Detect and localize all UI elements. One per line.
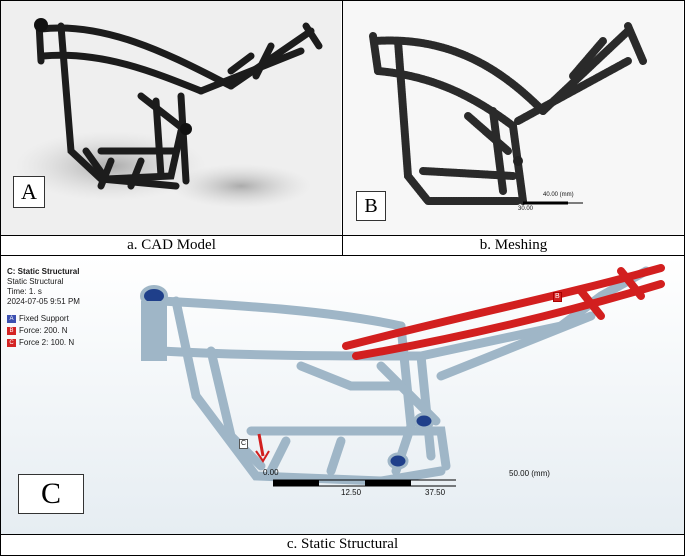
caption-static-structural: c. Static Structural bbox=[286, 536, 399, 552]
scale-end: 50.00 (mm) bbox=[509, 469, 550, 478]
mesh-frame-image bbox=[343, 1, 683, 235]
mesh-scale-mid: 30.00 bbox=[518, 206, 534, 212]
legend-label: Force: 200. N bbox=[19, 326, 68, 335]
scale-mid-2: 37.50 bbox=[425, 488, 446, 497]
legend-label: Force 2: 100. N bbox=[19, 338, 75, 347]
panel-meshing: 40.00 (mm) 30.00 B bbox=[343, 1, 683, 235]
legend-title: C: Static Structural bbox=[7, 267, 80, 276]
panel-cad-model: A bbox=[1, 1, 341, 235]
legend-item-force: B Force: 200. N bbox=[7, 326, 80, 336]
legend-subtitle: Static Structural bbox=[7, 277, 64, 286]
scale-mid-1: 12.50 bbox=[341, 488, 362, 497]
legend-time: Time: 1. s bbox=[7, 287, 42, 296]
mesh-scale-left: 40.00 (mm) bbox=[543, 192, 574, 198]
divider bbox=[1, 255, 684, 256]
caption-meshing: b. Meshing bbox=[479, 237, 548, 253]
force-tag-b: B bbox=[553, 292, 562, 302]
legend-label: Fixed Support bbox=[19, 314, 69, 323]
panel-c-label: C bbox=[18, 474, 84, 514]
divider bbox=[1, 534, 684, 535]
divider bbox=[342, 1, 343, 255]
cad-frame-image bbox=[1, 1, 341, 235]
legend-key-c: C bbox=[7, 339, 16, 347]
panel-b-label: B bbox=[356, 191, 386, 221]
panel-a-label: A bbox=[13, 176, 45, 208]
static-structural-image bbox=[1, 256, 684, 534]
legend-item-fixed-support: A Fixed Support bbox=[7, 314, 80, 324]
scale-zero: 0.00 bbox=[263, 468, 279, 477]
legend-item-force-2: C Force 2: 100. N bbox=[7, 338, 80, 348]
panel-static-structural: C: Static Structural Static Structural T… bbox=[1, 256, 684, 534]
legend-date: 2024-07-05 9:51 PM bbox=[7, 297, 80, 306]
legend-key-a: A bbox=[7, 315, 16, 323]
legend-key-b: B bbox=[7, 327, 16, 335]
force-tag-c: C bbox=[239, 439, 249, 449]
analysis-legend: C: Static Structural Static Structural T… bbox=[7, 267, 80, 348]
caption-cad-model: a. CAD Model bbox=[127, 237, 216, 253]
